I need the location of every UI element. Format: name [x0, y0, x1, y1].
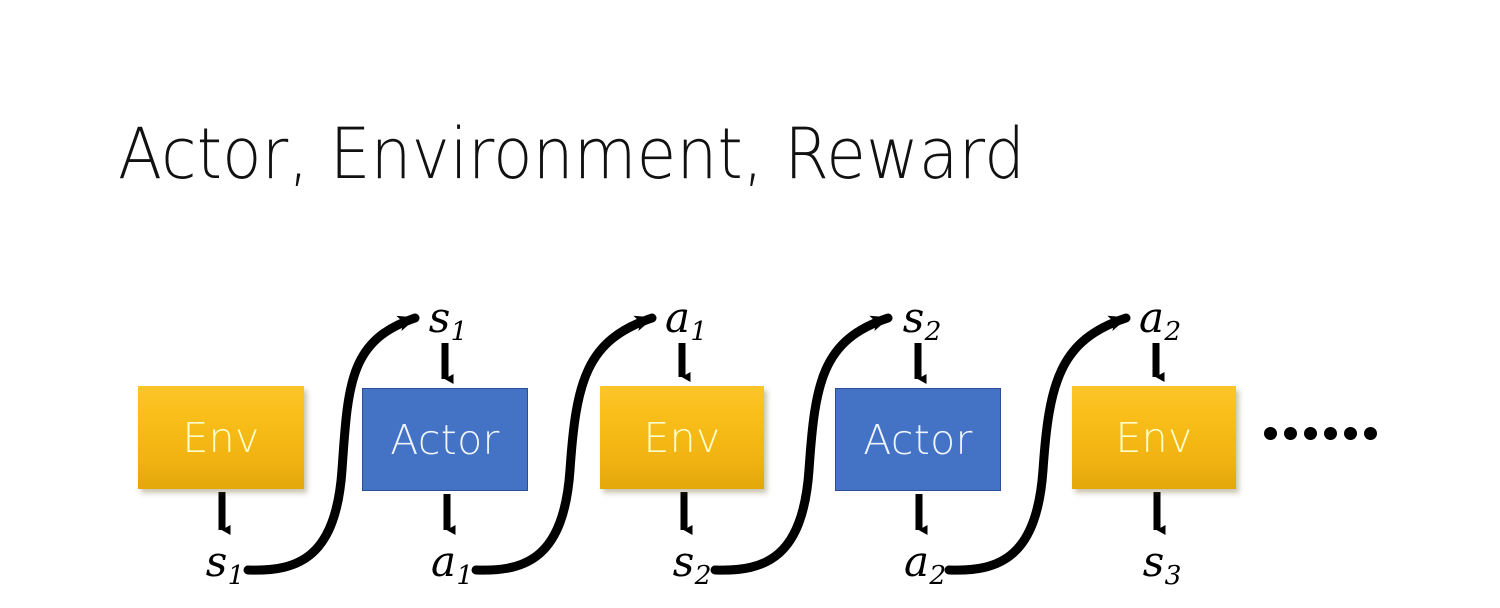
- label-action-a1-bottom: a1: [431, 541, 473, 589]
- node-env-1[interactable]: Env: [138, 386, 304, 489]
- label-subscript: 1: [450, 315, 468, 347]
- label-base: a: [1139, 293, 1165, 342]
- label-subscript: 1: [456, 559, 474, 591]
- ellipsis-dot: [1304, 427, 1317, 440]
- label-state-s1-top: s1: [429, 297, 468, 345]
- ellipsis-dot: [1364, 427, 1377, 440]
- arrow-label-to-box-group: [441, 343, 1165, 384]
- label-action-a2-bottom: a2: [904, 541, 946, 589]
- ellipsis-dot: [1344, 427, 1357, 440]
- label-subscript: 2: [694, 559, 712, 591]
- ellipsis-dot: [1324, 427, 1337, 440]
- label-subscript: 2: [929, 559, 947, 591]
- label-base: s: [902, 293, 925, 342]
- ellipsis-dot: [1264, 427, 1277, 440]
- node-label: Env: [182, 413, 260, 462]
- label-base: s: [1142, 537, 1165, 586]
- label-state-s2-top: s2: [903, 297, 942, 345]
- arrow-box-to-label-group: [218, 492, 1166, 535]
- node-label: Actor: [390, 415, 500, 464]
- label-base: a: [431, 537, 457, 586]
- label-state-s2-bottom: s2: [673, 541, 712, 589]
- label-subscript: 2: [924, 315, 942, 347]
- label-base: a: [904, 537, 930, 586]
- label-base: s: [205, 537, 228, 586]
- label-subscript: 1: [690, 315, 708, 347]
- node-env-2[interactable]: Env: [600, 386, 764, 489]
- label-subscript: 1: [227, 559, 245, 591]
- node-label: Env: [1115, 413, 1193, 462]
- label-action-a2-top: a2: [1139, 297, 1181, 345]
- label-state-s3-bottom: s3: [1143, 541, 1182, 589]
- node-label: Env: [643, 413, 721, 462]
- ellipsis-icon: [1264, 427, 1377, 440]
- label-base: s: [672, 537, 695, 586]
- label-subscript: 2: [1164, 315, 1182, 347]
- node-actor-1[interactable]: Actor: [362, 388, 528, 491]
- label-base: a: [665, 293, 691, 342]
- node-actor-2[interactable]: Actor: [835, 388, 1001, 491]
- label-state-s1-bottom: s1: [206, 541, 245, 589]
- node-env-3[interactable]: Env: [1072, 386, 1236, 489]
- page-title: Actor, Environment, Reward: [118, 113, 1026, 195]
- label-action-a1-top: a1: [665, 297, 707, 345]
- ellipsis-dot: [1284, 427, 1297, 440]
- label-subscript: 3: [1164, 559, 1182, 591]
- label-base: s: [428, 293, 451, 342]
- node-label: Actor: [863, 415, 973, 464]
